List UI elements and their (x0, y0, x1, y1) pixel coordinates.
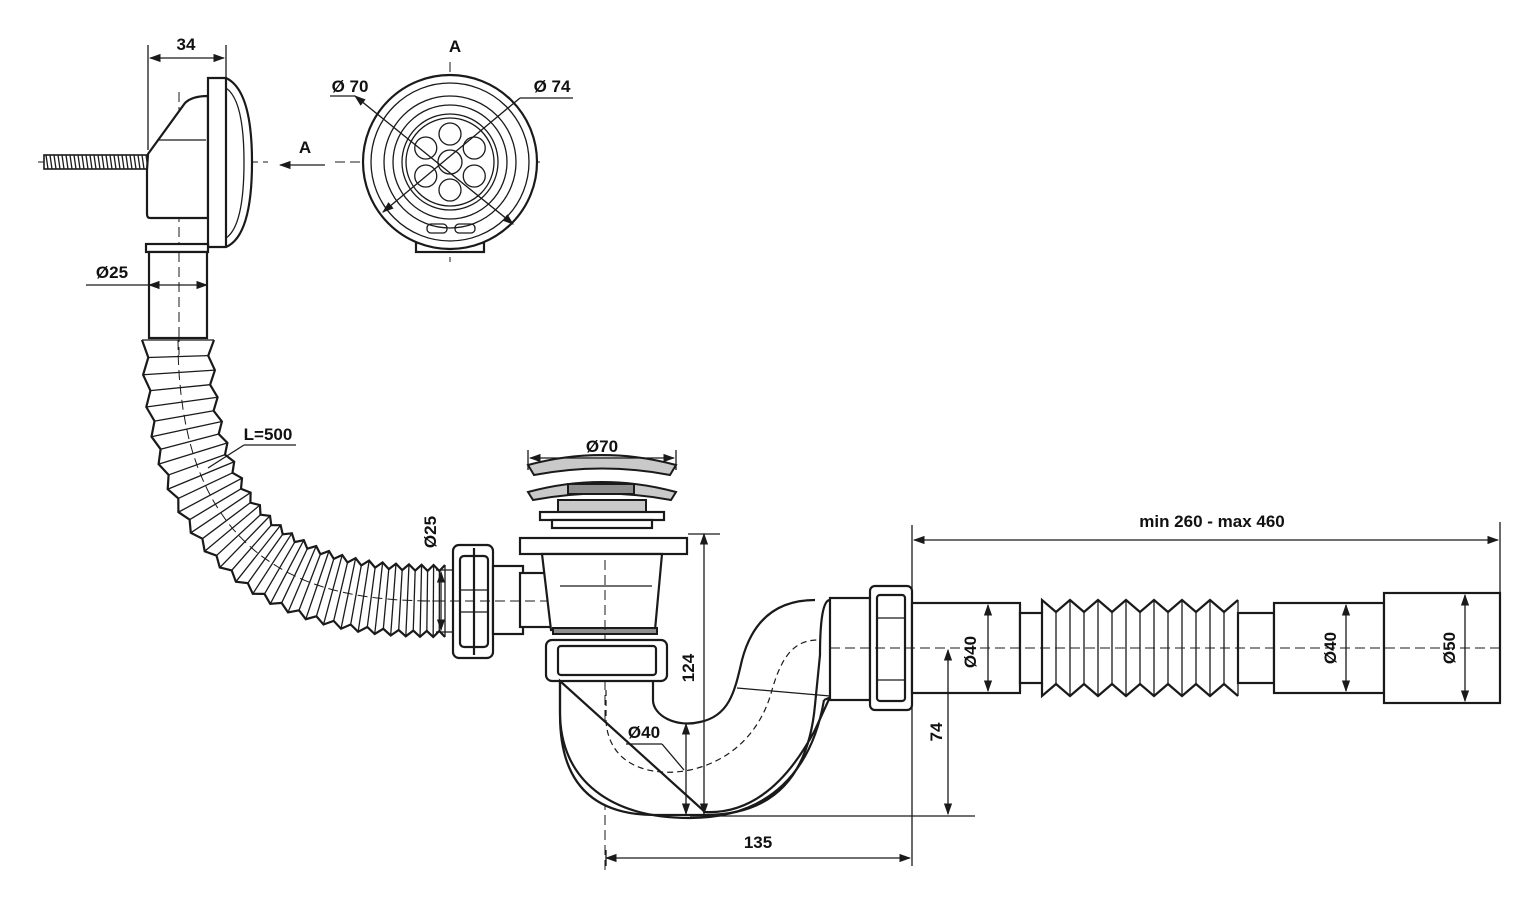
extension-pipe (830, 591, 1505, 705)
corrugated-overflow-hose (140, 339, 446, 639)
overflow-assembly (38, 76, 268, 355)
label-view-mark-top: A (449, 37, 461, 56)
label-inlet-pipe-dia: Ø25 (421, 516, 440, 548)
label-plug-dia: Ø70 (586, 437, 618, 456)
label-grate-inner-dia: Ø 70 (332, 77, 369, 96)
label-trap-offset: 74 (927, 722, 946, 741)
label-trap-width: 135 (744, 833, 772, 852)
label-trap-outlet-dia: Ø40 (961, 636, 980, 668)
overflow-screw (43, 154, 151, 170)
dimension-labels: 34 A A Ø 70 Ø 74 Ø25 L=500 Ø70 Ø25 124 Ø… (96, 35, 1459, 852)
dimension-lines (86, 45, 1501, 866)
label-outlet-dia: Ø50 (1440, 632, 1459, 664)
label-trap-height: 124 (679, 653, 698, 682)
label-overflow-pipe-dia: Ø25 (96, 263, 128, 282)
label-trap-bend-dia: Ø40 (628, 723, 660, 742)
label-grate-outer-dia: Ø 74 (534, 77, 571, 96)
overflow-pipe (147, 250, 209, 340)
grate-view-a (330, 62, 573, 262)
siphon-body (420, 454, 914, 870)
label-overflow-depth: 34 (177, 35, 196, 54)
label-hose-length: L=500 (244, 425, 293, 444)
label-view-mark-arrow: A (299, 138, 311, 157)
label-extension-range: min 260 - max 460 (1139, 512, 1285, 531)
label-extension-dia: Ø40 (1321, 632, 1340, 664)
drain-plug (518, 454, 689, 870)
